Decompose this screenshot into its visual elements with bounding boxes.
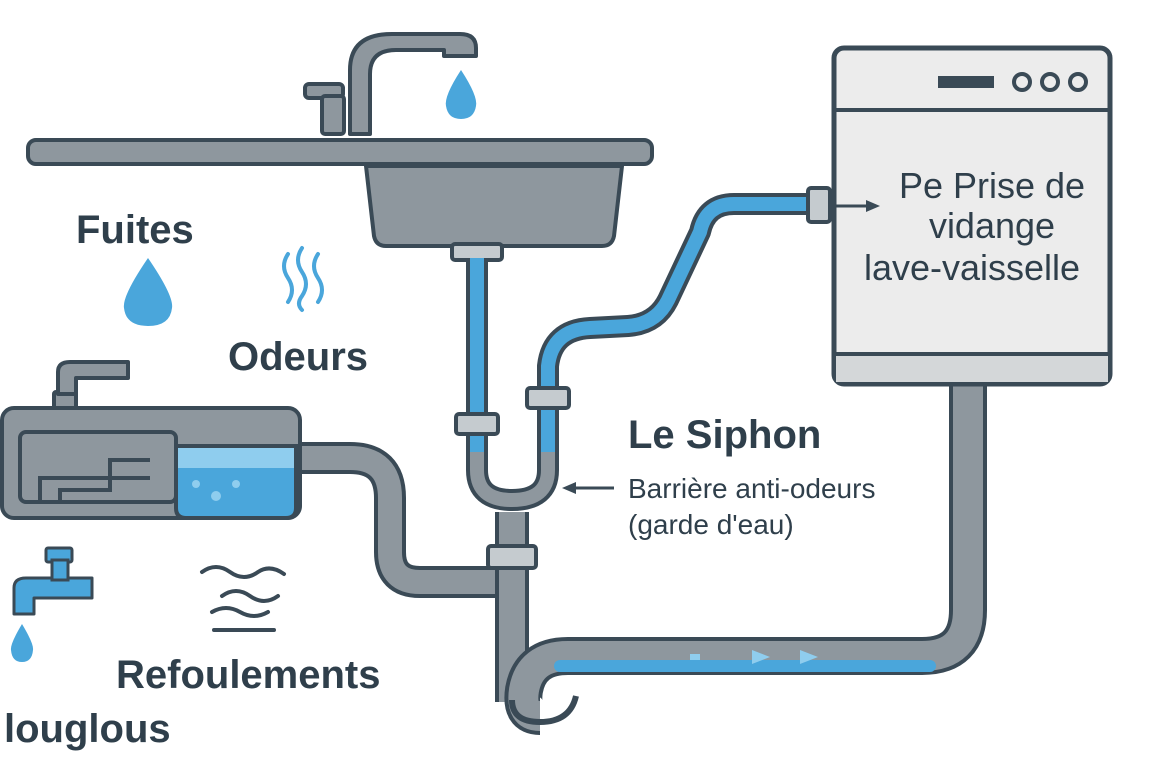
label-odeurs: Odeurs [228,335,368,379]
water-drop-icon [445,70,477,119]
bathroom-sink [0,360,302,520]
backflow-waves-icon [200,565,286,632]
odor-waves-icon [282,246,324,312]
label-fuites: Fuites [76,208,194,252]
dishwasher-icon [831,45,1113,387]
label-glouglous: louglous [4,707,171,751]
siphon-description-line1: Barrière anti-odeurs [628,473,875,504]
siphon-title: Le Siphon [628,413,821,457]
water-drop-icon [123,258,173,326]
faucet-icon [12,546,94,616]
dishwasher-label-line3: lave-vaisselle [864,247,1080,288]
siphon-description-line2: (garde d'eau) [628,509,794,540]
faucet-icon [303,32,478,136]
arrow-icon [562,482,614,494]
dishwasher-label-line2: vidange [929,205,1055,246]
dishwasher-label-line1: Pe Prise de [899,165,1085,206]
label-refoulements: Refoulements [116,653,381,697]
pipes [286,186,987,735]
kitchen-sink [26,32,654,262]
water-drop-icon [10,624,34,662]
arrow-icon [832,200,880,212]
